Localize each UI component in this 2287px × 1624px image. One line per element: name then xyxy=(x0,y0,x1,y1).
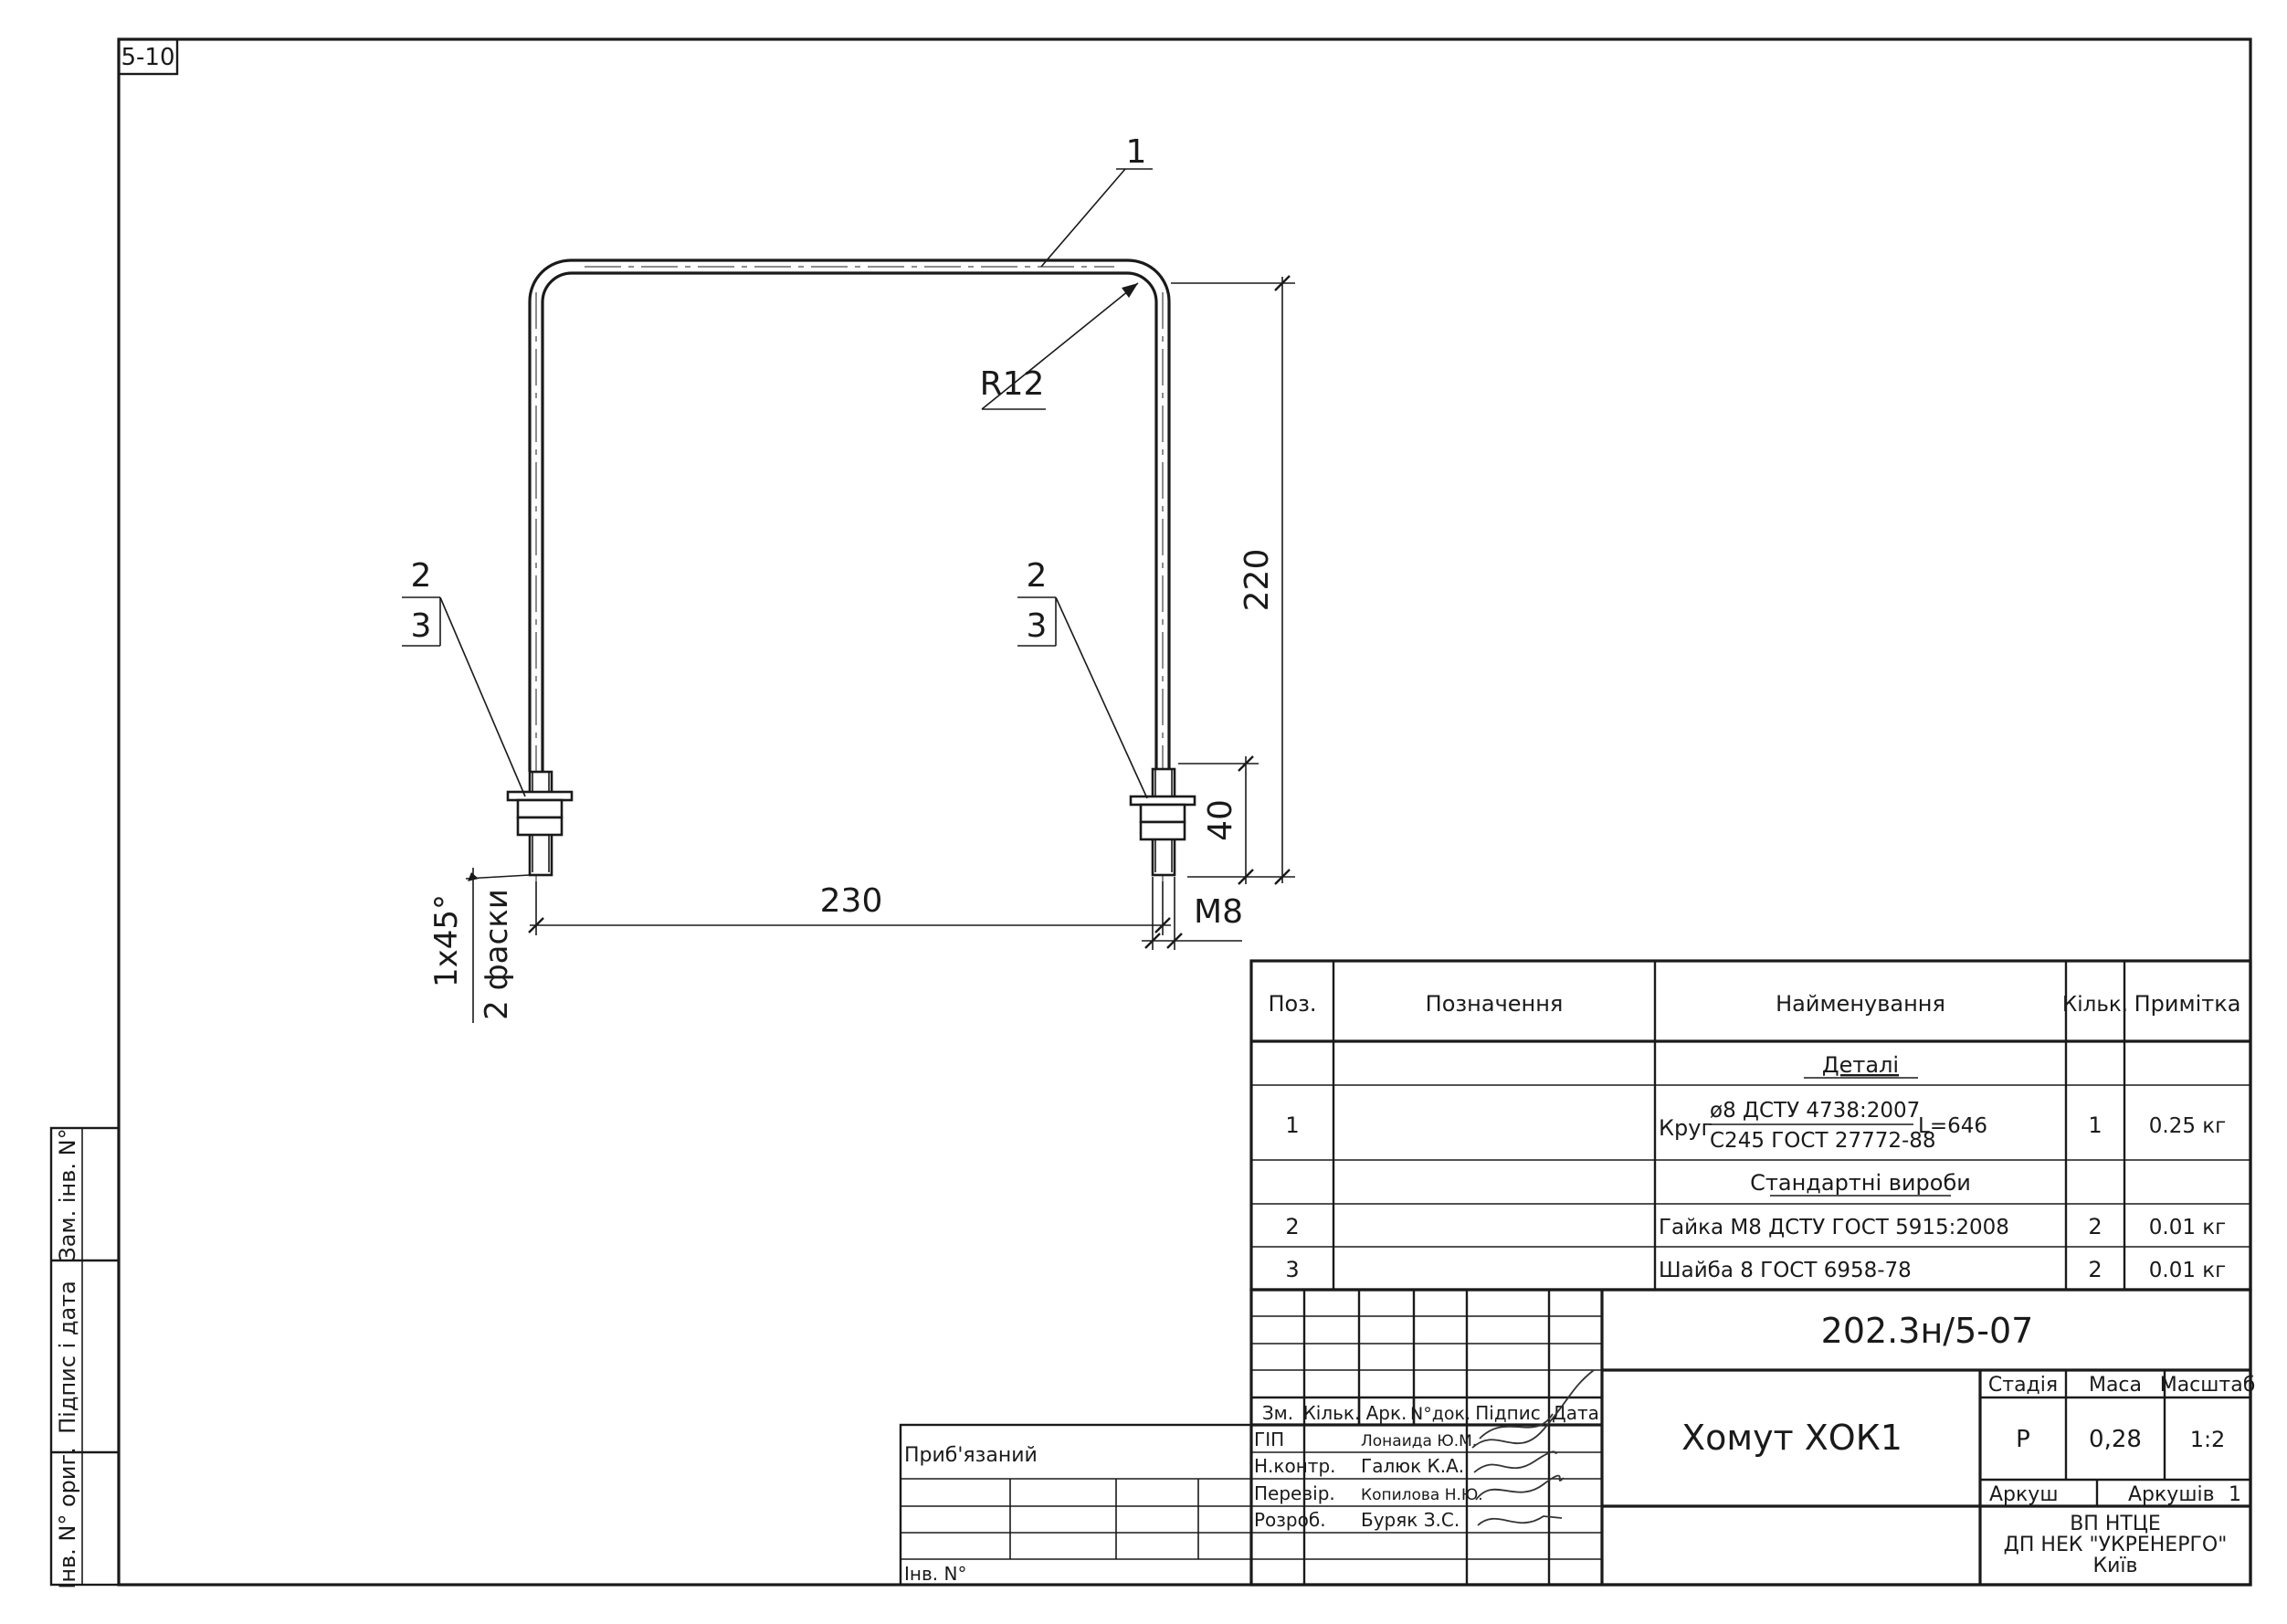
right-threaded-end xyxy=(1129,767,1196,877)
tb-header-sheet: Арк. xyxy=(1366,1402,1407,1424)
tb-role-3: Перевір. xyxy=(1254,1482,1335,1504)
callout-left-washer: 3 xyxy=(411,607,432,645)
spec-header-designation: Позначення xyxy=(1426,991,1564,1017)
side-stamp-inv-original: Інв. N° ориг. xyxy=(55,1447,80,1589)
spec-row3-name: Шайба 8 ГОСТ 6958-78 xyxy=(1659,1259,1912,1282)
right-washer xyxy=(1129,795,1196,807)
tb-header-signature: Підпис xyxy=(1475,1402,1541,1424)
left-washer xyxy=(506,790,574,802)
side-stamp-signature-date: Підпис і дата xyxy=(55,1281,80,1434)
spec-header-name: Найменування xyxy=(1776,991,1945,1017)
callout-right-nut: 2 xyxy=(1027,557,1048,595)
callout-part-1: 1 xyxy=(1126,133,1147,171)
attached-label: Приб'язаний xyxy=(904,1444,1038,1467)
callout-left-nut: 2 xyxy=(411,557,432,595)
tb-role-4: Розроб. xyxy=(1254,1509,1326,1531)
tb-role-1: ГІП xyxy=(1254,1429,1284,1450)
right-nut-top xyxy=(1139,803,1186,824)
left-threaded-end xyxy=(506,770,574,877)
specification-table: Поз. Позначення Найменування Кільк. Прим… xyxy=(1249,959,2252,1292)
spec-row2-name: Гайка М8 ДСТУ ГОСТ 5915:2008 xyxy=(1659,1216,2009,1239)
tb-mass-label: Маса xyxy=(2089,1374,2142,1397)
spec-section-details: Деталі xyxy=(1822,1052,1899,1078)
chamfer-count-label: 2 фаски xyxy=(479,889,515,1020)
spec-header-qty: Кільк. xyxy=(2062,993,2128,1017)
spec-row2-pos: 2 xyxy=(1285,1214,1299,1239)
spec-row1-note: 0.25 кг xyxy=(2149,1114,2227,1138)
spec-row1-name-bottom: C245 ГОСТ 27772-88 xyxy=(1710,1129,1936,1153)
tb-mass-value: 0,28 xyxy=(2089,1426,2142,1453)
document-code: 202.3н/5-07 xyxy=(1821,1311,2034,1351)
tb-sheets-label: Аркушів xyxy=(2128,1483,2215,1506)
tb-stage-value: Р xyxy=(2016,1426,2030,1453)
document-title: Хомут ХОК1 xyxy=(1681,1418,1902,1458)
callout-right-washer: 3 xyxy=(1027,607,1048,645)
sheet-number: 5-10 xyxy=(121,44,174,71)
tb-header-doc-no: N°док. xyxy=(1410,1404,1470,1424)
tb-header-date: Дата xyxy=(1552,1402,1599,1424)
u-bolt-outer-contour xyxy=(528,258,1171,772)
tb-name-2: Галюк К.А. xyxy=(1361,1455,1464,1477)
thread-length-dimension: 40 xyxy=(1202,799,1239,841)
spec-row3-note: 0.01 кг xyxy=(2149,1259,2227,1282)
tb-role-2: Н.контр. xyxy=(1254,1455,1336,1477)
tb-org-line2: ДП НЕК "УКРЕНЕРГО" xyxy=(2004,1534,2228,1556)
spec-header-pos: Поз. xyxy=(1268,991,1316,1017)
chamfer-size-label: 1x45° xyxy=(428,894,465,987)
tb-scale-label: Масштаб xyxy=(2160,1374,2256,1397)
left-nut-top xyxy=(516,798,564,819)
tb-scale-value: 1:2 xyxy=(2190,1427,2226,1452)
spec-row3-qty: 2 xyxy=(2088,1257,2102,1282)
inv-number-label: Інв. N° xyxy=(904,1563,966,1585)
spec-row1-name-top: ø8 ДСТУ 4738:2007 xyxy=(1710,1099,1920,1123)
spec-row1-name-suffix: L=646 xyxy=(1918,1114,1987,1138)
u-bolt-clamp-drawing: 1 R12 220 40 230 M8 xyxy=(402,133,1295,1023)
side-stamp-replace-inv: Зам. інв. N° xyxy=(55,1128,80,1260)
tb-org-line3: Київ xyxy=(2093,1555,2138,1577)
attachment-block: Приб'язаний Інв. N° xyxy=(899,1423,1253,1587)
tb-header-change: Зм. xyxy=(1262,1402,1293,1424)
side-stamp: Зам. інв. N° Підпис і дата Інв. N° ориг. xyxy=(49,1126,121,1589)
tb-org-line1: ВП НТЦЕ xyxy=(2070,1513,2161,1535)
sheet-number-box xyxy=(117,37,179,76)
u-bolt-inner-contour xyxy=(541,271,1158,772)
tb-sheets-total: 1 xyxy=(2229,1483,2241,1506)
thread-size-label: M8 xyxy=(1194,893,1243,931)
signature-marks xyxy=(1471,1369,1595,1526)
spec-row1-name-prefix: Круг xyxy=(1659,1115,1713,1141)
spec-section-standard: Стандартні вироби xyxy=(1750,1170,1971,1196)
title-block: Зм. Кільк. Арк. N°док. Підпис Дата ГІП Л… xyxy=(1249,1288,2256,1587)
tb-name-1: Лонаида Ю.М. xyxy=(1361,1432,1477,1450)
right-nut-bottom xyxy=(1139,820,1186,841)
radius-dimension: R12 xyxy=(980,365,1045,403)
width-dimension: 230 xyxy=(820,882,883,920)
height-dimension: 220 xyxy=(1238,549,1276,612)
tb-header-qty: Кільк. xyxy=(1303,1402,1361,1424)
tb-name-4: Буряк З.С. xyxy=(1361,1509,1460,1531)
spec-row3-pos: 3 xyxy=(1285,1257,1299,1282)
tb-sheet-label: Аркуш xyxy=(1989,1483,2058,1506)
spec-row2-note: 0.01 кг xyxy=(2149,1216,2227,1239)
spec-row2-qty: 2 xyxy=(2088,1214,2102,1239)
left-nut-bottom xyxy=(516,816,564,837)
tb-name-3: Копилова Н.Ю. xyxy=(1361,1486,1483,1504)
spec-header-note: Примітка xyxy=(2134,991,2241,1017)
spec-row1-qty: 1 xyxy=(2088,1113,2102,1138)
spec-row1-pos: 1 xyxy=(1285,1113,1299,1138)
tb-stage-label: Стадія xyxy=(1988,1374,2058,1397)
